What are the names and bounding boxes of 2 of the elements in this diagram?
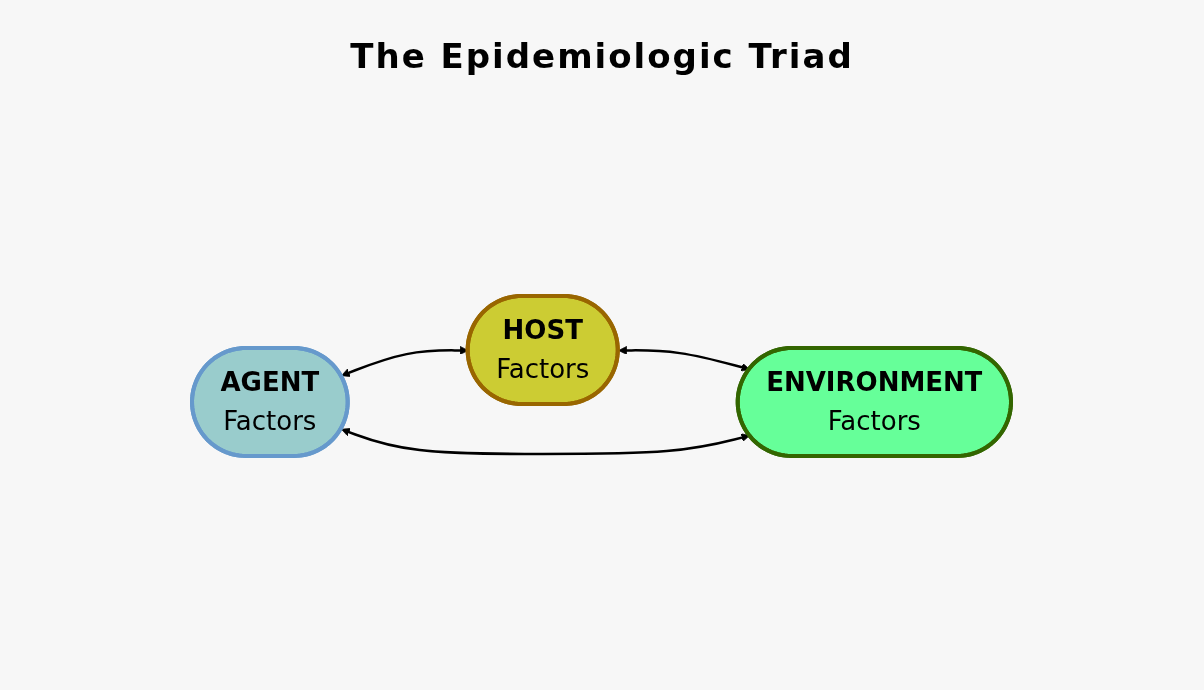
diagram-title: The Epidemiologic Triad bbox=[349, 36, 855, 78]
arrow bbox=[341, 427, 751, 456]
